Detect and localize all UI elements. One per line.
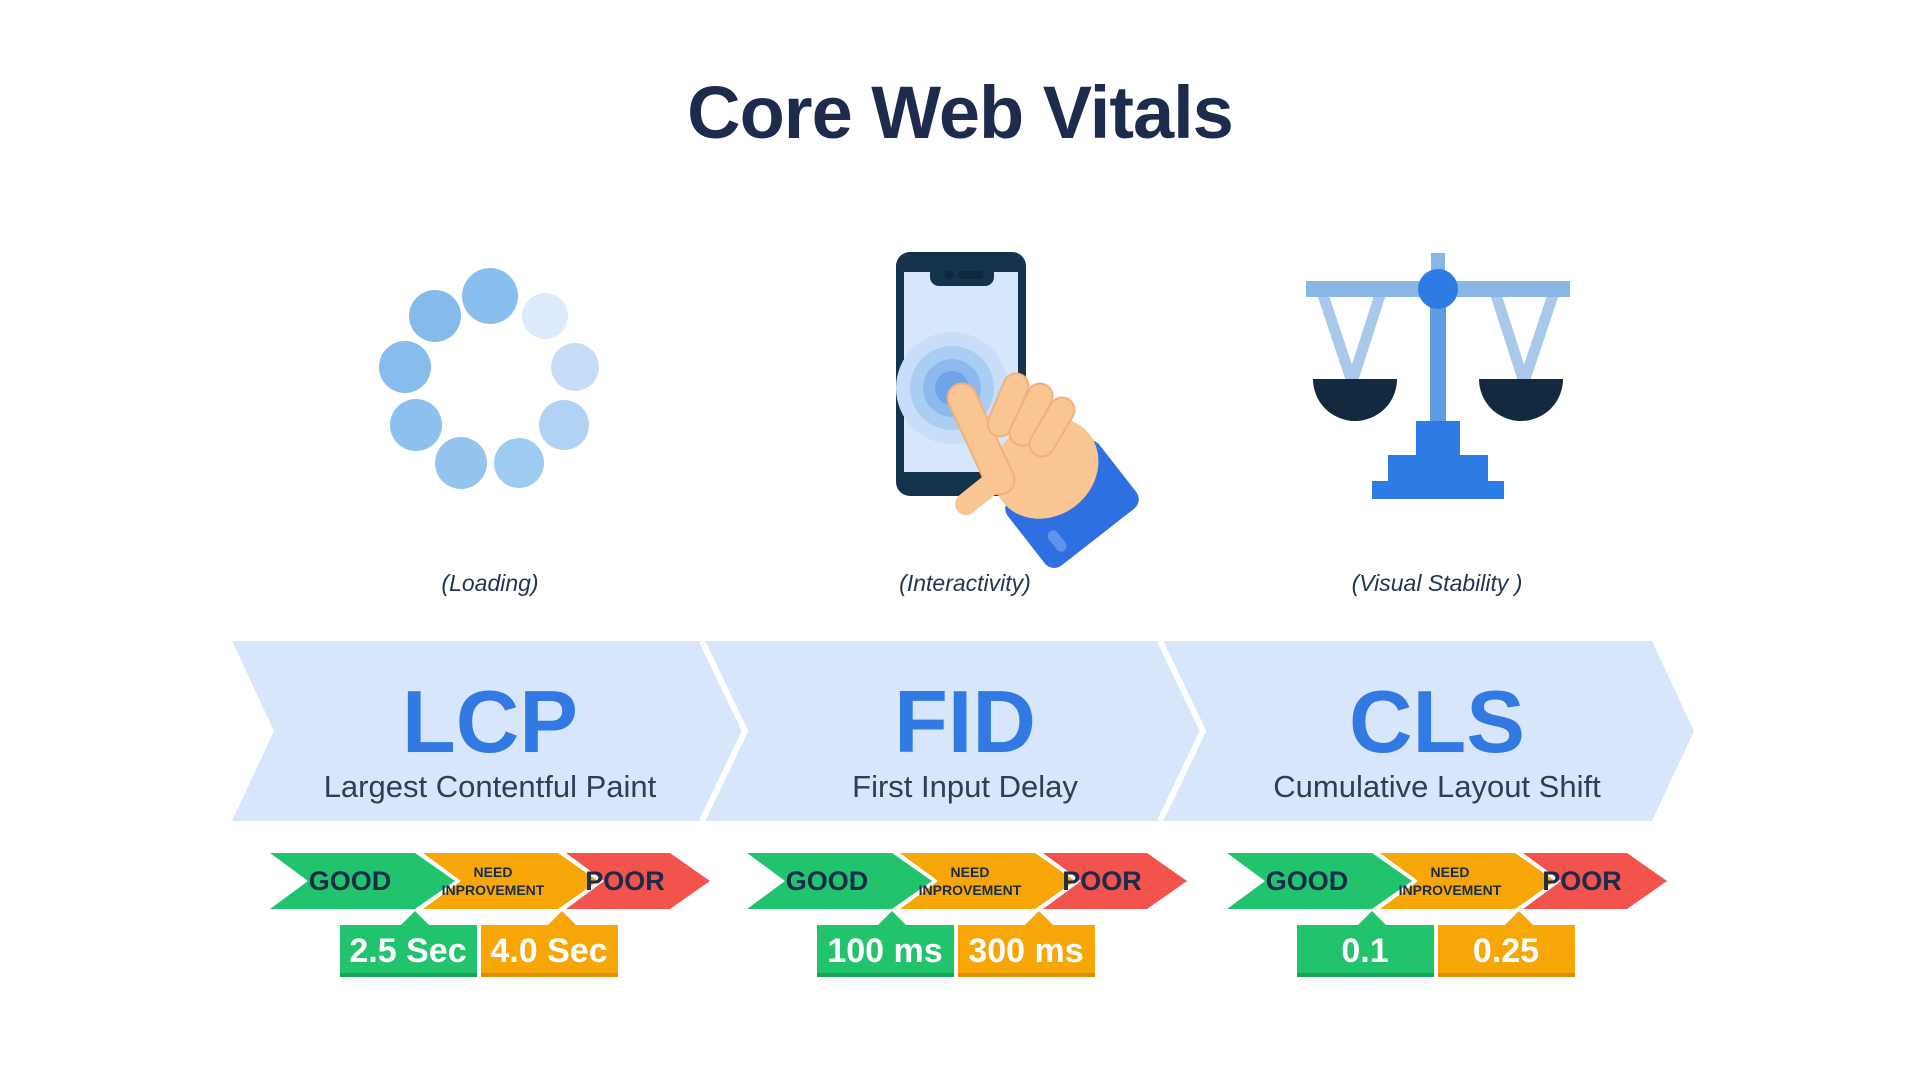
- spinner-dot: [379, 341, 431, 393]
- banner-separator: [699, 640, 749, 822]
- need-label-line2: INPROVEMENT: [1399, 882, 1502, 898]
- banner-separator: [1157, 640, 1207, 822]
- page-title: Core Web Vitals: [687, 71, 1234, 154]
- poor-label: POOR: [1062, 866, 1142, 896]
- spinner-dot: [435, 437, 487, 489]
- spinner-dot: [409, 290, 461, 342]
- spinner-dot: [522, 293, 568, 339]
- index-finger: [948, 384, 1014, 494]
- scale-base: [1388, 455, 1488, 481]
- metric-acronym-cls: CLS: [1349, 672, 1525, 771]
- metric-acronym-fid: FID: [894, 672, 1036, 771]
- poor-threshold-badge: [481, 911, 618, 973]
- need-label-line2: INPROVEMENT: [442, 882, 545, 898]
- folded-finger: [1030, 398, 1074, 456]
- scale-base: [1372, 481, 1504, 499]
- phone-camera: [944, 270, 954, 280]
- good-threshold-badge: [817, 911, 954, 973]
- badge-shade: [1297, 973, 1434, 977]
- phone-speaker: [958, 271, 984, 279]
- good-label: GOOD: [786, 866, 869, 896]
- poor-threshold-badge: [1438, 911, 1575, 973]
- folded-finger: [1010, 384, 1052, 445]
- poor-segment: [566, 853, 710, 909]
- scale-left-bowl: [1313, 379, 1397, 421]
- scale-pivot: [1418, 269, 1458, 309]
- badge-shade: [340, 973, 477, 977]
- metric-name-fid: First Input Delay: [852, 769, 1078, 804]
- good-threshold-value: 2.5 Sec: [349, 932, 466, 970]
- category-label-visual-stability: (Visual Stability ): [1351, 570, 1523, 596]
- scale-pole: [1430, 289, 1446, 421]
- rating-scale-lcp: GOOD NEED INPROVEMENT POOR 2.5 Sec 4.0 S…: [270, 853, 710, 977]
- metric-name-lcp: Largest Contentful Paint: [324, 769, 657, 804]
- good-segment: [270, 853, 455, 909]
- metric-name-cls: Cumulative Layout Shift: [1273, 769, 1601, 804]
- rating-scale-fid: GOOD NEED INPROVEMENT POOR 100 ms 300 ms: [747, 853, 1187, 977]
- need-improvement-segment: [900, 853, 1075, 909]
- spinner-dot: [551, 343, 599, 391]
- rating-scale-cls: GOOD NEED INPROVEMENT POOR 0.1 0.25: [1227, 853, 1667, 977]
- need-label-line1: NEED: [1431, 864, 1470, 880]
- tapping-hand: [946, 372, 1139, 568]
- spinner-dot: [539, 400, 589, 450]
- phone-tap-icon: [896, 252, 1139, 568]
- need-label-line1: NEED: [951, 864, 990, 880]
- need-improvement-segment: [423, 853, 598, 909]
- sleeve-slot: [1047, 530, 1067, 552]
- good-label: GOOD: [309, 866, 392, 896]
- folded-finger: [988, 374, 1028, 436]
- poor-threshold-value: 0.25: [1473, 932, 1539, 970]
- banner-arrow-shape: [232, 641, 1694, 821]
- loading-spinner-icon: [379, 268, 599, 489]
- good-segment: [747, 853, 932, 909]
- spinner-dot: [462, 268, 518, 324]
- need-label-line2: INPROVEMENT: [919, 882, 1022, 898]
- poor-label: POOR: [585, 866, 665, 896]
- poor-threshold-value: 300 ms: [968, 932, 1083, 970]
- poor-segment: [1523, 853, 1667, 909]
- balance-scale-icon: [1306, 253, 1570, 499]
- good-threshold-value: 100 ms: [827, 932, 942, 970]
- need-improvement-segment: [1380, 853, 1555, 909]
- badge-shade: [958, 973, 1095, 977]
- spinner-dot: [494, 438, 544, 488]
- good-label: GOOD: [1266, 866, 1349, 896]
- poor-threshold-badge: [958, 911, 1095, 973]
- scale-right-bowl: [1479, 379, 1563, 421]
- poor-label: POOR: [1542, 866, 1622, 896]
- good-segment: [1227, 853, 1412, 909]
- badge-shade: [481, 973, 618, 977]
- thumb: [955, 469, 1007, 515]
- scale-base: [1416, 421, 1460, 455]
- good-threshold-badge: [340, 911, 477, 973]
- need-label-line1: NEED: [474, 864, 513, 880]
- metrics-arrow-banner: LCP Largest Contentful Paint FID First I…: [232, 640, 1694, 822]
- poor-segment: [1043, 853, 1187, 909]
- good-threshold-badge: [1297, 911, 1434, 973]
- poor-threshold-value: 4.0 Sec: [490, 932, 607, 970]
- spinner-dot: [390, 399, 442, 451]
- good-threshold-value: 0.1: [1341, 932, 1388, 970]
- metric-acronym-lcp: LCP: [402, 672, 578, 771]
- badge-shade: [1438, 973, 1575, 977]
- category-label-loading: (Loading): [441, 570, 539, 596]
- badge-shade: [817, 973, 954, 977]
- category-label-interactivity: (Interactivity): [899, 570, 1031, 596]
